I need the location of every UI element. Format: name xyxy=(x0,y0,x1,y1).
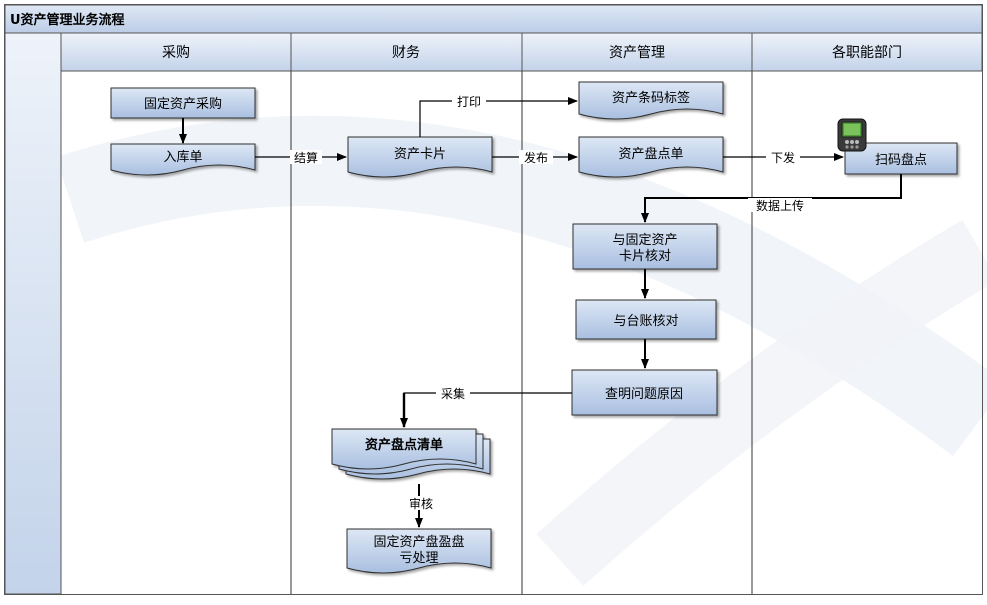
node-stock-in-form-label: 入库单 xyxy=(163,149,202,165)
node-inventory-list-label: 资产盘点清单 xyxy=(365,437,443,453)
node-asset-inventory-form xyxy=(578,136,724,178)
node-find-cause xyxy=(571,369,718,416)
edge-label-settle: 结算 xyxy=(294,150,318,165)
node-asset-barcode-label-text: 资产条码标签 xyxy=(612,90,690,106)
node-asset-card xyxy=(347,136,493,178)
node-check-with-ledger-label: 与台账核对 xyxy=(613,314,678,329)
node-fixed-asset-purchase-label: 固定资产采购 xyxy=(144,96,222,112)
lane-headers: 采购 财务 资产管理 各职能部门 xyxy=(60,32,983,72)
lane-header-asset: 资产管理 xyxy=(609,45,665,61)
lane-header-finance: 财务 xyxy=(392,45,420,61)
node-asset-barcode-label xyxy=(578,81,724,120)
lane-header-purchase: 采购 xyxy=(162,45,190,61)
handheld-scanner-icon xyxy=(837,118,867,152)
node-gain-loss-line2: 亏处理 xyxy=(399,551,438,566)
edge-label-collect: 采集 xyxy=(441,386,465,401)
node-inventory-list xyxy=(331,428,491,480)
node-fixed-asset-purchase xyxy=(110,87,256,119)
node-scan-inventory-label: 扫码盘点 xyxy=(875,152,927,168)
edge-label-upload: 数据上传 xyxy=(756,198,804,213)
diagram-title: U资产管理业务流程 xyxy=(10,12,125,28)
edge-print xyxy=(419,97,578,137)
edge-label-print: 打印 xyxy=(457,95,481,109)
node-asset-inventory-form-label: 资产盘点单 xyxy=(618,146,683,162)
edge-label-dispatch: 下发 xyxy=(771,150,795,165)
node-gain-loss-line1: 固定资产盘盈盘 xyxy=(373,534,464,550)
left-band xyxy=(4,32,62,595)
node-check-with-ledger xyxy=(575,299,717,340)
edge-label-publish: 发布 xyxy=(524,150,548,165)
lane-header-departments: 各职能部门 xyxy=(832,45,902,61)
node-check-with-card-line1: 与固定资产 xyxy=(612,233,677,248)
node-asset-card-label: 资产卡片 xyxy=(394,147,446,162)
node-gain-loss xyxy=(346,528,492,574)
title-bar xyxy=(4,4,983,34)
edge-label-review: 审核 xyxy=(409,496,433,511)
node-find-cause-label: 查明问题原因 xyxy=(605,387,683,402)
node-check-with-card-line2: 卡片核对 xyxy=(619,249,671,264)
edge-collect xyxy=(403,392,572,427)
node-stock-in-form xyxy=(110,143,256,176)
